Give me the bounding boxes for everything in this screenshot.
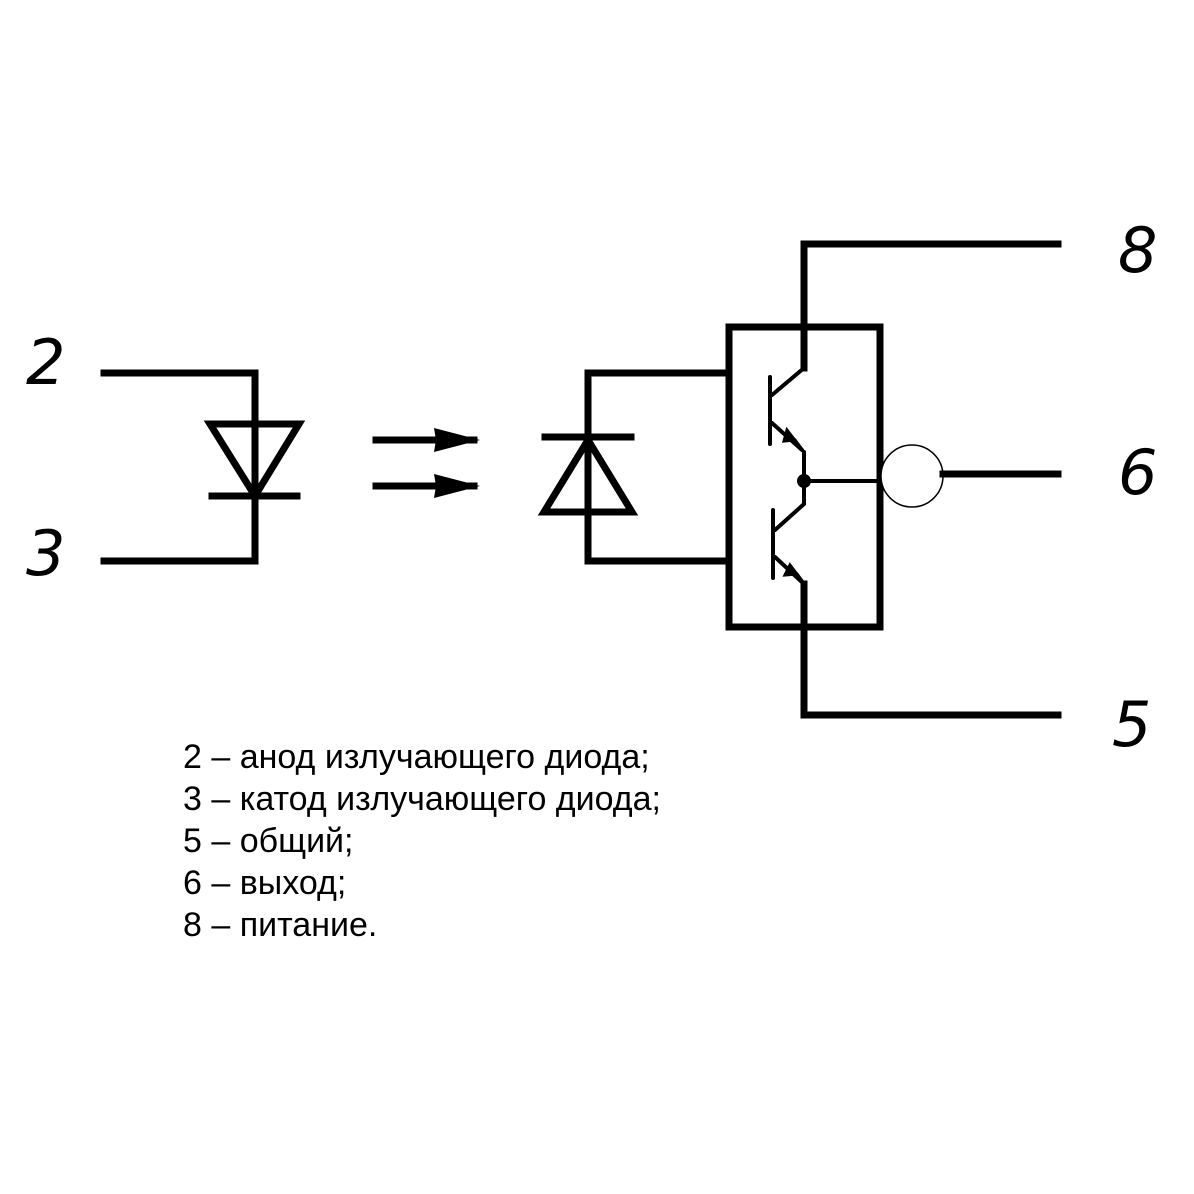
light-arrows-icon [372,428,480,498]
led-triangle [203,420,306,503]
supply-wire [800,240,1062,372]
photodiode-triangle [537,433,639,516]
common-wire [800,580,1062,719]
transistor-lower [771,502,808,587]
legend-item: 3 – катод излучающего диода; [183,780,661,818]
pin-label-2: 2 [26,326,65,399]
pin-label-6: 6 [1118,436,1157,509]
output-inverter-circle [880,444,944,508]
emitting-diode [100,369,306,565]
pin-label-3: 3 [26,517,65,590]
transistor-upper [768,366,806,453]
pin-label-5: 5 [1112,688,1151,761]
pin-legend: 2 – анод излучающего диода; 3 – катод из… [183,736,661,946]
pin-label-8: 8 [1118,214,1157,287]
legend-item: 6 – выход; [183,864,347,902]
led-wires [100,369,259,565]
photodiode-wires [584,369,733,565]
legend-item: 2 – анод излучающего диода; [183,738,650,776]
legend-item: 8 – питание. [183,906,378,944]
photodiode [537,369,733,565]
legend-item: 5 – общий; [183,822,354,860]
